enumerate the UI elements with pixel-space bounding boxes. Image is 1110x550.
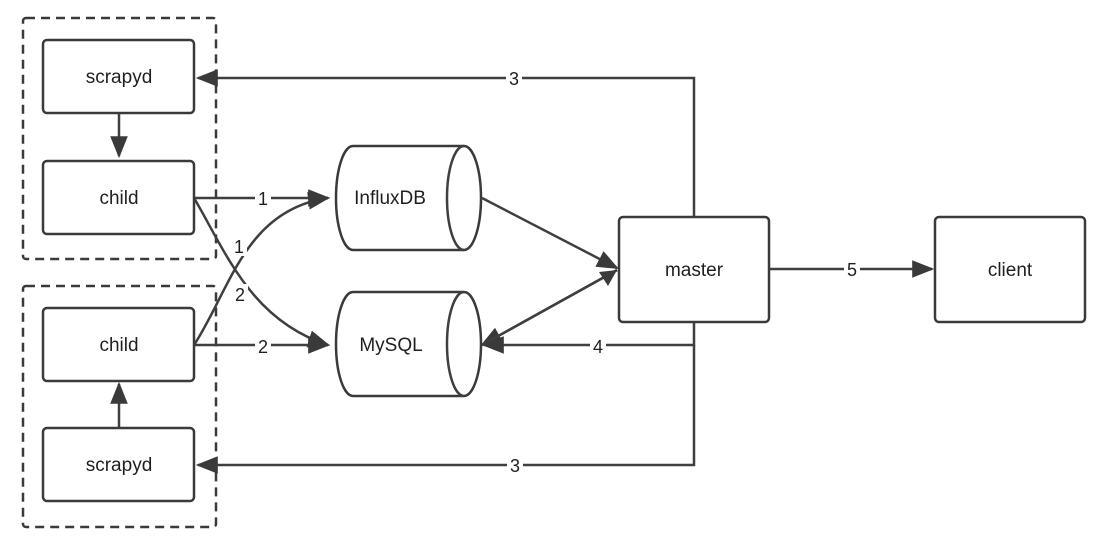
edge-master-to-scrapyd-top xyxy=(195,69,696,217)
node-label: MySQL xyxy=(359,335,422,356)
edge-label-4: 4 xyxy=(590,336,606,357)
edge-mysql-to-master-diag xyxy=(481,268,618,347)
node-label: scrapyd xyxy=(86,67,153,88)
edge-influxdb-to-master xyxy=(481,196,619,270)
edge-child-top-to-mysql xyxy=(192,197,331,348)
edge-label-5: 5 xyxy=(844,259,860,280)
node-child-top[interactable]: child xyxy=(41,159,196,236)
svg-text:1: 1 xyxy=(258,189,268,209)
node-label: InfluxDB xyxy=(354,188,426,209)
node-label: child xyxy=(99,335,138,356)
node-scrapyd-top[interactable]: scrapyd xyxy=(41,38,196,115)
edge-label-1-cross: 1 xyxy=(231,236,247,257)
edge-label-3-top: 3 xyxy=(506,68,522,89)
svg-text:3: 3 xyxy=(510,456,520,476)
svg-text:1: 1 xyxy=(234,237,244,257)
edge-label-1-top: 1 xyxy=(255,188,271,209)
edge-label-2-bottom: 2 xyxy=(255,336,271,357)
node-influxdb-database-icon[interactable]: InfluxDB xyxy=(334,144,483,252)
edge-mysql-to-master-arrowhead xyxy=(599,270,617,286)
node-scrapyd-bottom[interactable]: scrapyd xyxy=(41,426,196,503)
node-label: master xyxy=(665,260,724,281)
svg-text:4: 4 xyxy=(593,337,603,357)
svg-text:2: 2 xyxy=(258,337,268,357)
edge-child-bottom-to-influxdb xyxy=(192,192,331,346)
node-mysql-database-icon[interactable]: MySQL xyxy=(334,290,483,398)
svg-text:3: 3 xyxy=(509,69,519,89)
edge-label-3-bottom: 3 xyxy=(507,455,523,476)
node-client[interactable]: client xyxy=(933,215,1087,324)
svg-text:5: 5 xyxy=(847,260,857,280)
node-label: scrapyd xyxy=(86,455,153,476)
node-child-bottom[interactable]: child xyxy=(41,306,196,383)
node-master[interactable]: master xyxy=(617,215,771,324)
svg-text:2: 2 xyxy=(235,285,245,305)
edge-master-to-scrapyd-bottom xyxy=(195,345,696,474)
scrapyd-group-top xyxy=(21,16,218,261)
scrapyd-group-bottom xyxy=(21,284,218,529)
edge-label-2-cross: 2 xyxy=(232,284,248,305)
node-label: client xyxy=(988,260,1033,281)
node-label: child xyxy=(99,188,138,209)
